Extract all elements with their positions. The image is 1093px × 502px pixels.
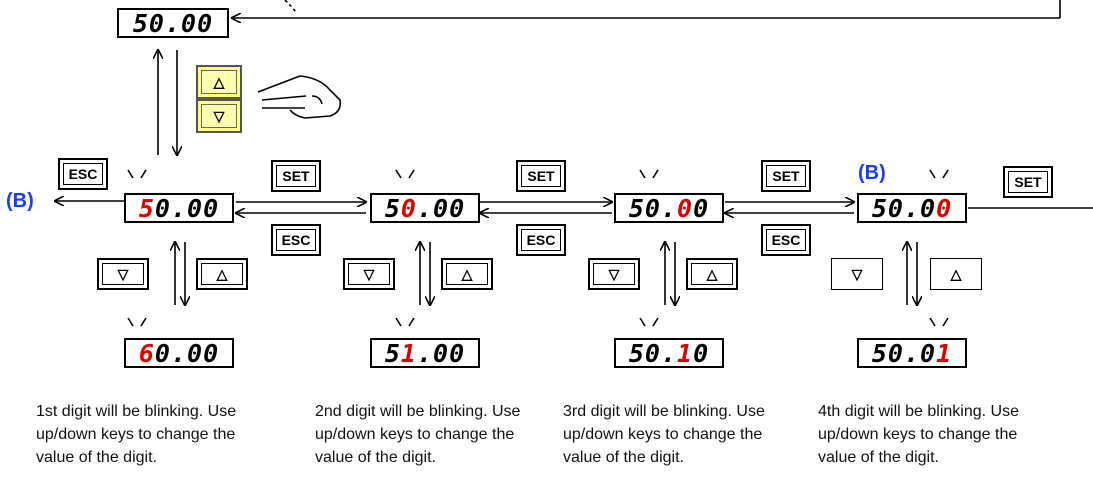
blinking-digit: 0 — [400, 193, 417, 223]
up-key-col4[interactable]: △ — [930, 258, 982, 290]
display-digits: 5 — [384, 193, 401, 223]
up-key-highlighted[interactable]: △ — [196, 65, 242, 99]
esc-key-3[interactable]: ESC — [761, 224, 811, 256]
esc-key-left[interactable]: ESC — [58, 158, 108, 190]
b-label-left: (B) — [6, 190, 34, 212]
blink-mark-d3 — [639, 169, 659, 179]
set-key-2[interactable]: SET — [516, 160, 566, 192]
display-top: 50.00 — [117, 8, 229, 38]
up-key-col1[interactable]: △ — [196, 258, 248, 290]
display-digits: .00 — [416, 338, 466, 368]
esc-key-1[interactable]: ESC — [271, 224, 321, 256]
set-key-3[interactable]: SET — [761, 160, 811, 192]
blink-mark-d4 — [929, 169, 949, 179]
down-key-col1[interactable]: ▽ — [97, 258, 149, 290]
description-digit3: 3rd digit will be blinking. Use up/down … — [563, 403, 765, 466]
down-key-col2[interactable]: ▽ — [343, 258, 395, 290]
display-result-digit2: 5 1.00 — [370, 338, 480, 368]
down-key-col4[interactable]: ▽ — [831, 258, 883, 290]
description-digit1: 1st digit will be blinking. Use up/down … — [36, 403, 237, 466]
down-triangle-icon: ▽ — [117, 266, 129, 282]
display-digits: 0 — [693, 338, 710, 368]
b-label-right: (B) — [858, 162, 886, 184]
esc-key-2[interactable]: ESC — [516, 224, 566, 256]
blink-mark-r4 — [929, 317, 949, 327]
down-triangle-icon: ▽ — [363, 266, 375, 282]
down-triangle-icon: ▽ — [851, 266, 863, 282]
down-triangle-icon: ▽ — [213, 108, 225, 124]
display-digits: 5 — [384, 338, 401, 368]
display-digits: 50.00 — [132, 8, 214, 38]
blinking-digit: 0 — [936, 193, 953, 223]
up-key-col3[interactable]: △ — [686, 258, 738, 290]
display-digits: 0 — [693, 193, 710, 223]
up-triangle-icon: △ — [950, 266, 962, 282]
blinking-digit: 1 — [677, 338, 694, 368]
display-digits: 0.00 — [154, 193, 220, 223]
blinking-digit: 6 — [138, 338, 155, 368]
down-triangle-icon: ▽ — [608, 266, 620, 282]
description-digit4: 4th digit will be blinking. Use up/down … — [818, 403, 1019, 466]
display-digits: 0.00 — [154, 338, 220, 368]
display-digits: 50. — [628, 338, 678, 368]
set-key-4[interactable]: SET — [1003, 166, 1053, 198]
display-digits: 50. — [628, 193, 678, 223]
description-digit2: 2nd digit will be blinking. Use up/down … — [315, 403, 521, 466]
display-digits: .00 — [416, 193, 466, 223]
blinking-digit: 5 — [138, 193, 155, 223]
pointing-hand-icon — [257, 75, 342, 119]
blink-mark-r1 — [127, 317, 147, 327]
down-key-col3[interactable]: ▽ — [588, 258, 640, 290]
blinking-digit: 1 — [400, 338, 417, 368]
blink-mark-r3 — [639, 317, 659, 327]
up-key-col2[interactable]: △ — [441, 258, 493, 290]
blink-mark-r2 — [395, 317, 415, 327]
display-digits: 50.0 — [871, 193, 937, 223]
blink-mark-d2 — [395, 169, 415, 179]
blinking-digit: 0 — [677, 193, 694, 223]
blinking-digit: 1 — [936, 338, 953, 368]
down-key-highlighted[interactable]: ▽ — [196, 99, 242, 133]
up-triangle-icon: △ — [213, 74, 225, 90]
display-digits: 50.0 — [871, 338, 937, 368]
return-line-dash — [284, 0, 297, 13]
display-result-digit4: 50.0 1 — [857, 338, 967, 368]
set-key-1[interactable]: SET — [271, 160, 321, 192]
up-triangle-icon: △ — [216, 266, 228, 282]
up-triangle-icon: △ — [461, 266, 473, 282]
up-triangle-icon: △ — [706, 266, 718, 282]
blink-mark-d1 — [127, 169, 147, 179]
